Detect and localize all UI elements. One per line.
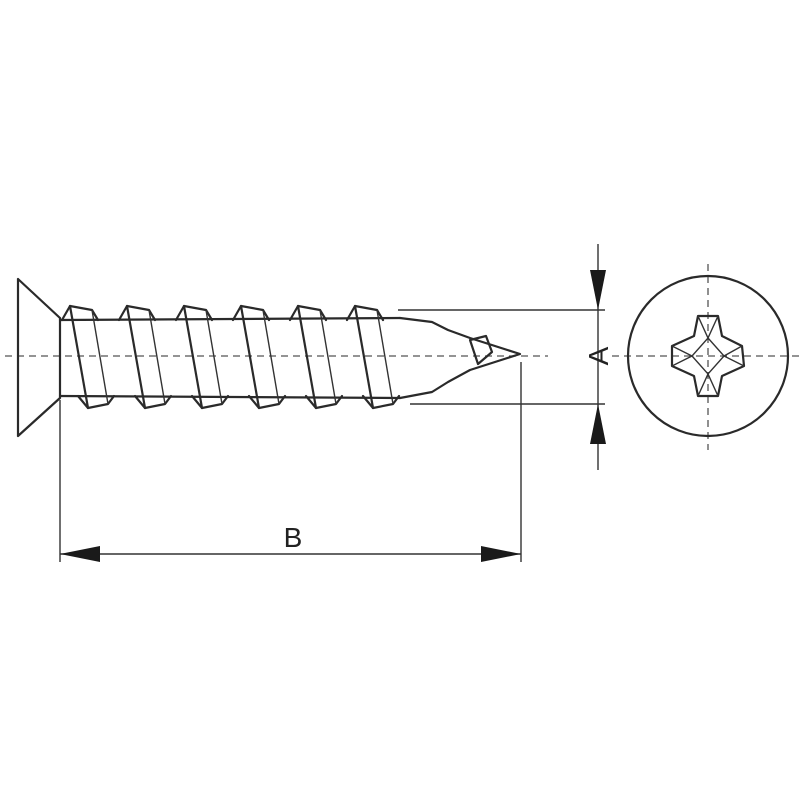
thread-helix-line-inner bbox=[148, 309, 166, 405]
thread-crest-bottom bbox=[247, 394, 287, 410]
screw-tip-flute bbox=[468, 334, 494, 366]
arrowhead-b-right bbox=[481, 546, 521, 562]
thread-crest-top bbox=[288, 304, 328, 322]
screw-head bbox=[16, 277, 62, 438]
thread-crest-bottom bbox=[133, 394, 173, 410]
dimension-label-b: B bbox=[284, 522, 303, 553]
dimension-label-a: A bbox=[583, 346, 614, 365]
thread-helix-line bbox=[239, 304, 261, 410]
screw-tip bbox=[398, 316, 522, 400]
phillips-recess-center bbox=[691, 336, 725, 376]
thread-crest-top bbox=[60, 304, 100, 322]
thread-crest-top bbox=[231, 304, 271, 322]
thread-crest-bottom bbox=[190, 394, 230, 410]
screw-threads bbox=[60, 304, 401, 410]
thread-crest-bottom bbox=[304, 394, 344, 410]
arrowhead-b-left bbox=[60, 546, 100, 562]
screw-head-top-view bbox=[612, 264, 800, 450]
thread-helix-line bbox=[125, 304, 147, 410]
thread-helix-line-inner bbox=[205, 309, 223, 405]
thread-crest-bottom bbox=[361, 394, 401, 410]
thread-helix-line bbox=[296, 304, 318, 410]
arrowhead-a-top bbox=[590, 270, 606, 310]
thread-helix-line bbox=[182, 304, 204, 410]
thread-helix-line-inner bbox=[376, 309, 394, 405]
head-outer-circle bbox=[626, 274, 790, 438]
screw-shank bbox=[58, 316, 402, 400]
thread-helix-line bbox=[353, 304, 375, 410]
thread-crest-top bbox=[174, 304, 214, 322]
thread-helix-line bbox=[68, 304, 90, 410]
thread-helix-line-inner bbox=[262, 309, 280, 405]
thread-helix-line-inner bbox=[91, 309, 109, 405]
thread-crest-bottom bbox=[76, 394, 116, 410]
arrowhead-a-bottom bbox=[590, 404, 606, 444]
thread-crest-top bbox=[117, 304, 157, 322]
thread-helix-line-inner bbox=[319, 309, 337, 405]
thread-crest-top bbox=[345, 304, 385, 322]
